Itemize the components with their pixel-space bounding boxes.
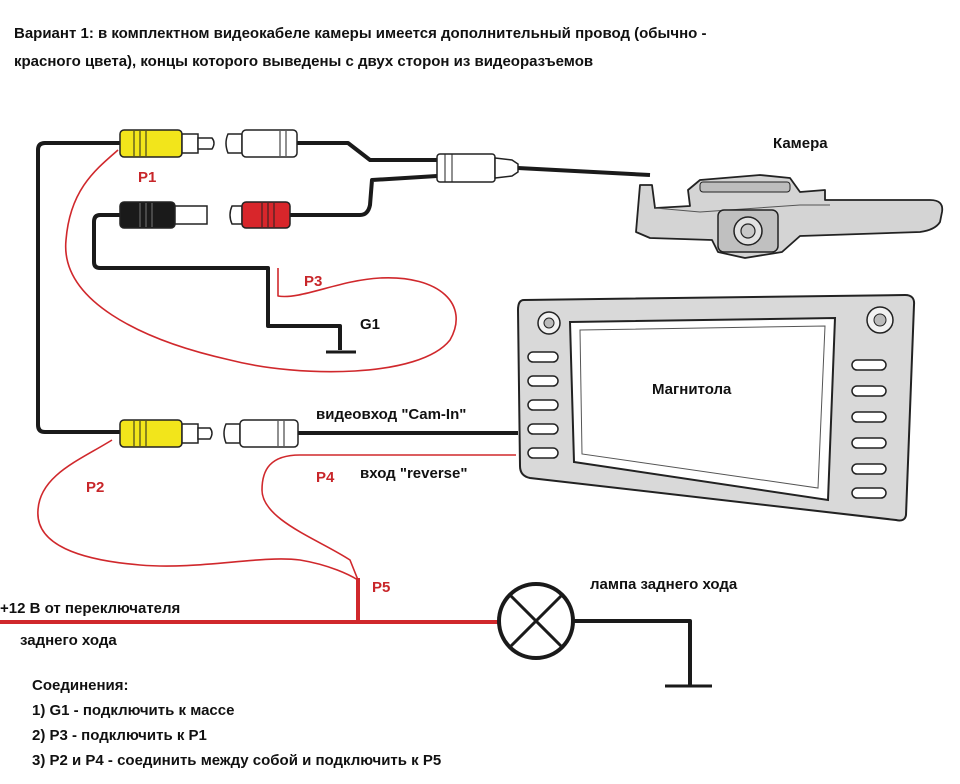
wire-p1-p3 [65, 149, 457, 373]
label-p4: P4 [316, 469, 335, 486]
label-reverse-in: вход "reverse" [360, 465, 467, 482]
label-p3: P3 [304, 273, 322, 290]
wire-upper-to-plug [297, 141, 437, 162]
label-camera: Камера [773, 135, 828, 152]
rca-red [229, 201, 291, 229]
wire-red-to-plug [290, 174, 438, 217]
wire-plug-to-camera [517, 166, 651, 177]
label-lamp: лампа заднего хода [590, 576, 738, 593]
label-p1: P1 [138, 169, 156, 186]
connection-item-2: 2) P3 - подключить к P1 [32, 727, 207, 744]
head-unit-icon [516, 293, 916, 522]
rca-white-upper [225, 129, 298, 158]
label-g1: G1 [360, 316, 380, 333]
black-wires [36, 141, 712, 688]
label-head-unit: Магнитола [652, 381, 732, 398]
connections-heading: Соединения: [32, 677, 129, 694]
title-line-2: красного цвета), концы которого выведены… [14, 53, 593, 70]
camera-icon [635, 174, 944, 259]
power-wire [0, 578, 498, 624]
rca-white-lower [223, 419, 299, 448]
wire-p4-p5 [261, 454, 516, 581]
wire-ground [92, 213, 342, 350]
label-p2: P2 [86, 479, 104, 496]
rca-yellow-p1 [119, 129, 215, 158]
title-line-1: Вариант 1: в комплектном видеокабеле кам… [14, 25, 706, 42]
label-video-in: видеовход "Cam-In" [316, 406, 466, 423]
red-wires [37, 149, 516, 581]
label-power-line-2: заднего хода [20, 632, 117, 649]
camera-plug [436, 153, 519, 183]
label-power-line-1: +12 В от переключателя [0, 600, 180, 617]
lamp-icon [497, 582, 575, 660]
connection-item-1: 1) G1 - подключить к массе [32, 702, 234, 719]
rca-yellow-p2 [119, 419, 213, 448]
wire-lamp-ground [574, 619, 692, 686]
wire-p2-p5 [37, 439, 359, 581]
wire-left-loop [36, 141, 120, 434]
rca-black [119, 201, 208, 229]
connection-item-3: 3) P2 и P4 - соединить между собой и под… [32, 752, 441, 769]
label-p5: P5 [372, 579, 390, 596]
